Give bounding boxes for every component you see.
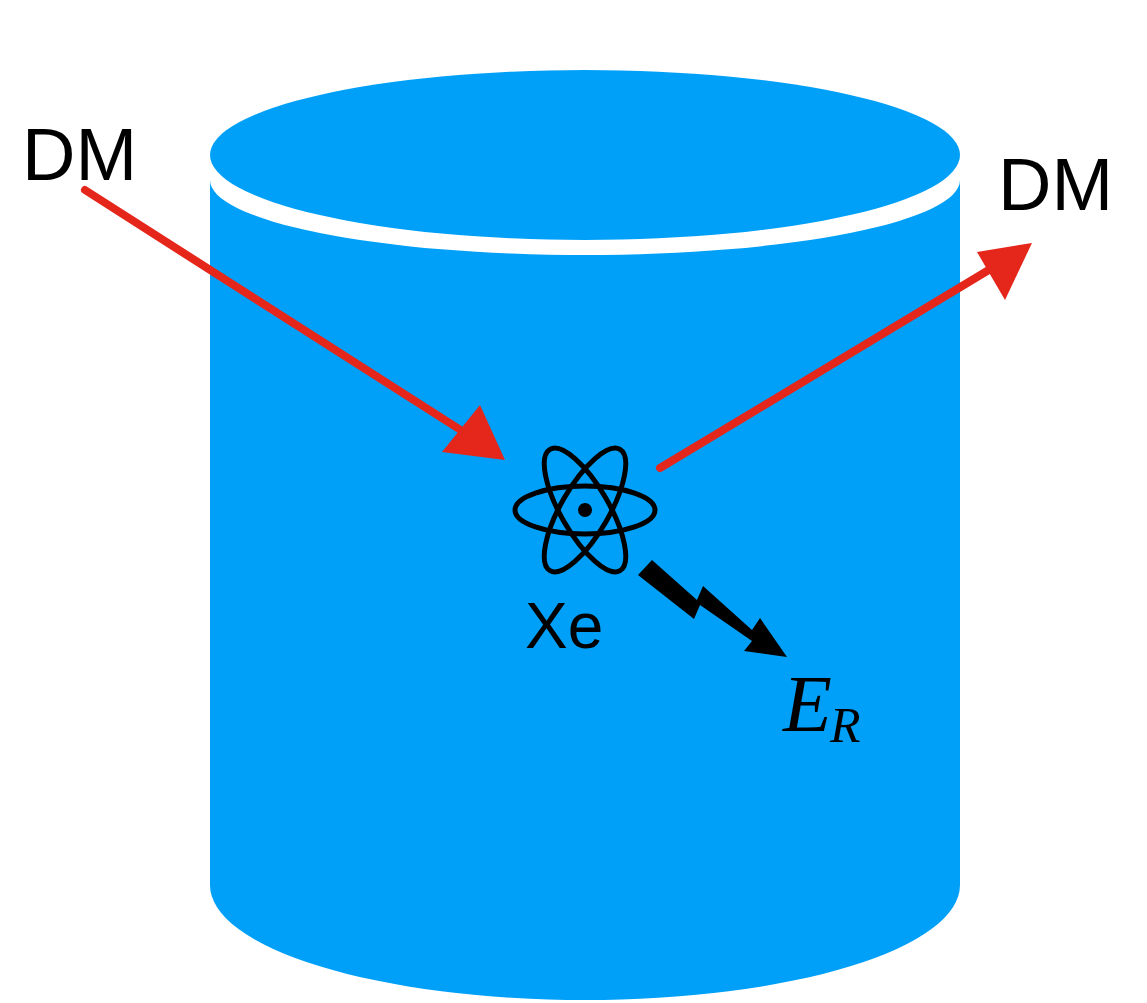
lightning-arrow [638,560,787,657]
element-label: Xe [525,594,603,658]
particle-label: DM [998,148,1113,222]
nucleus [578,503,592,517]
energy-symbol: E [783,664,832,744]
dm-tracks [85,190,1002,468]
particle-label: DM [22,118,137,192]
cylinder-body [210,180,960,1000]
arrowheads [442,243,1032,460]
cylinder-top [210,70,960,240]
atom-symbol [515,437,655,582]
energy-subscript: R [830,700,861,750]
